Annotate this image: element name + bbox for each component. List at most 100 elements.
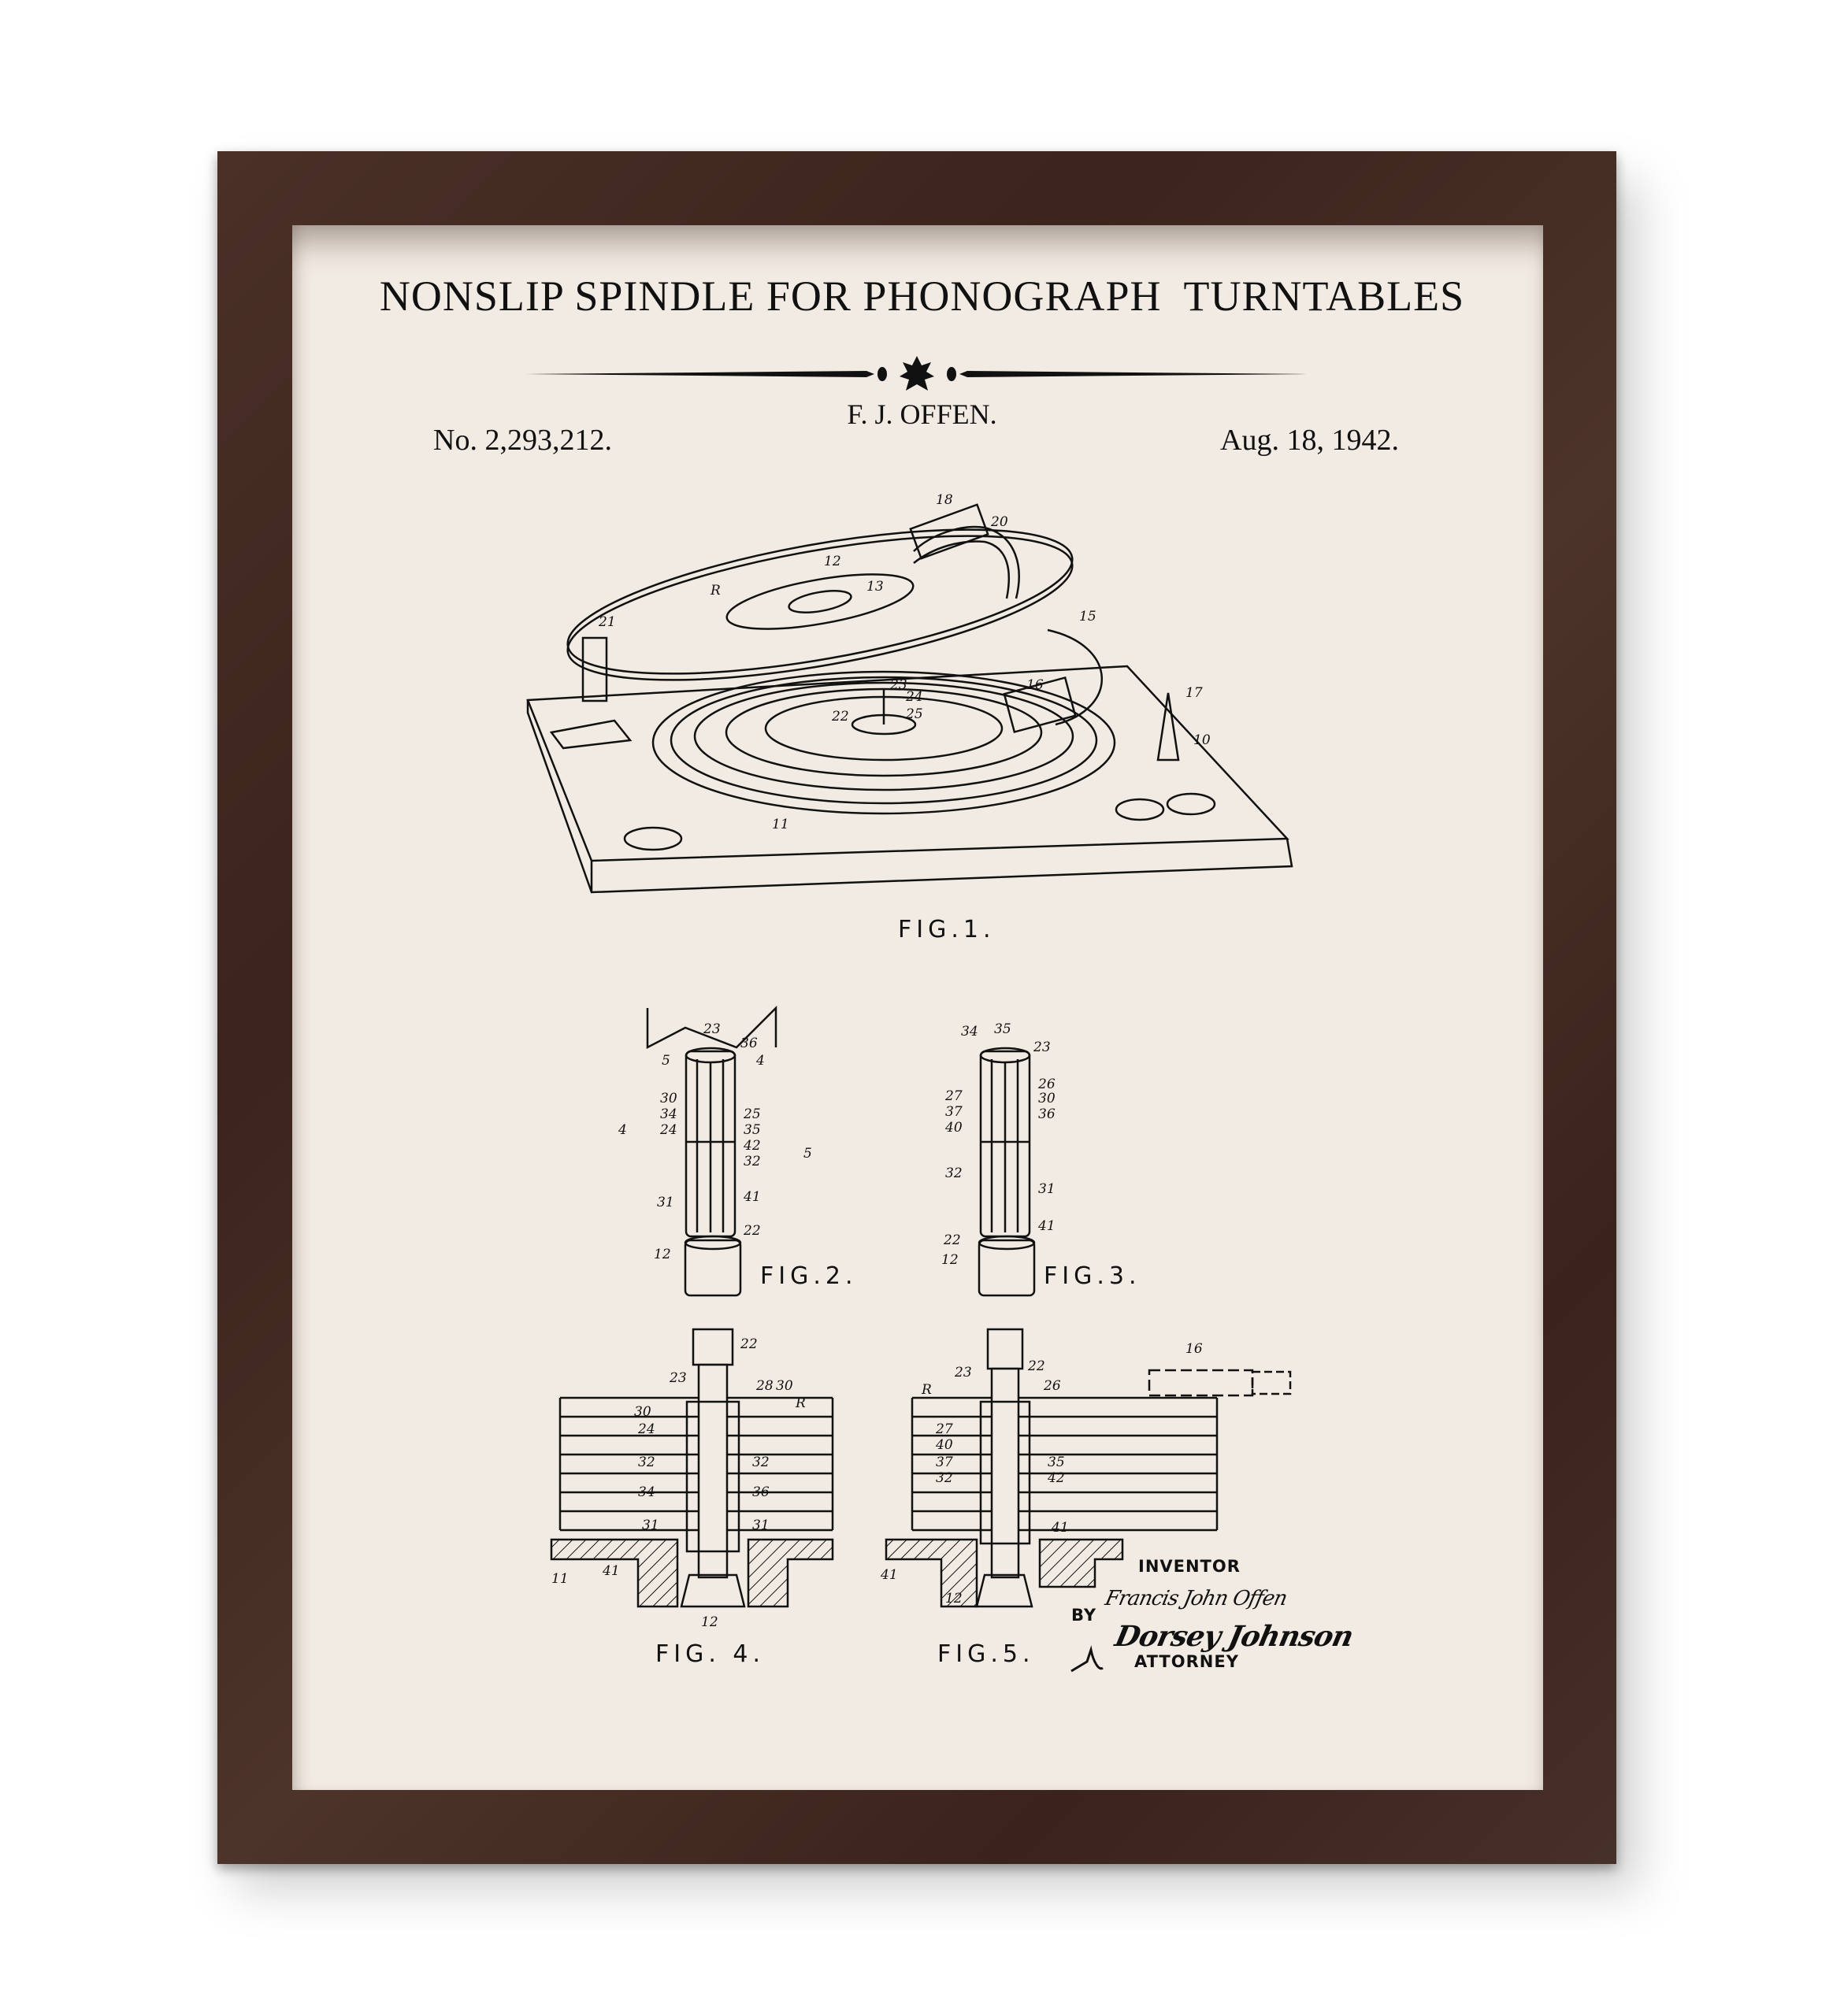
reference-numeral: 20 — [990, 514, 1008, 530]
reference-numeral: 23 — [1033, 1040, 1051, 1055]
reference-numeral: 12 — [824, 554, 841, 569]
reference-numeral: 31 — [752, 1518, 770, 1533]
reference-numeral: 25 — [743, 1106, 761, 1122]
reference-numeral: 32 — [638, 1455, 655, 1470]
reference-numeral: 23 — [889, 677, 907, 693]
fig4-fig5-reference-numerals: 23 22 28 30 R 30 24 32 32 34 36 31 31 41… — [551, 1336, 1203, 1668]
reference-numeral: 25 — [905, 706, 923, 722]
fig1-label: FIG.1. — [898, 916, 996, 943]
reference-numeral: 30 — [634, 1404, 651, 1420]
attorney-caption: ATTORNEY — [1134, 1652, 1239, 1671]
reference-numeral: 4 — [618, 1122, 627, 1138]
reference-numeral: 24 — [637, 1421, 655, 1437]
fig3-spindle-drawing — [978, 1047, 1036, 1297]
by-caption: BY — [1071, 1606, 1096, 1625]
fig2-spindle-drawing — [646, 1005, 777, 1297]
reference-numeral: 23 — [954, 1365, 972, 1380]
reference-numeral: 42 — [743, 1138, 761, 1154]
reference-numeral: 27 — [944, 1088, 963, 1104]
reference-numeral: 41 — [1051, 1520, 1069, 1536]
reference-numeral: 41 — [1037, 1218, 1056, 1234]
fig2-label: FIG.2. — [760, 1262, 858, 1290]
fig5-section-drawing — [885, 1328, 1292, 1608]
reference-numeral: 31 — [642, 1518, 659, 1533]
fig4-label: FIG. 4. — [655, 1640, 765, 1668]
reference-numeral: 24 — [659, 1122, 677, 1138]
patent-number: No. 2,293,212. — [433, 424, 612, 457]
fig5-label: FIG.5. — [937, 1640, 1035, 1668]
fig3-label: FIG.3. — [1044, 1262, 1141, 1290]
reference-numeral: 11 — [551, 1571, 569, 1587]
reference-numeral: 41 — [880, 1567, 898, 1583]
reference-numeral: 42 — [1047, 1470, 1065, 1486]
reference-numeral: 21 — [598, 614, 616, 630]
reference-numeral: 26 — [1037, 1077, 1056, 1092]
reference-numeral: 32 — [752, 1455, 770, 1470]
inventor-name: F. J. OFFEN. — [847, 398, 997, 430]
reference-numeral: 31 — [1038, 1181, 1056, 1197]
reference-numeral: 34 — [961, 1024, 978, 1040]
reference-numeral: 41 — [602, 1563, 620, 1579]
reference-numeral: 34 — [638, 1484, 655, 1500]
reference-numeral: 5 — [803, 1146, 812, 1162]
reference-numeral: 22 — [743, 1223, 761, 1239]
reference-numeral: 10 — [1193, 732, 1211, 748]
reference-numeral: 40 — [944, 1120, 963, 1136]
reference-numeral: 32 — [936, 1470, 953, 1486]
reference-numeral: 12 — [701, 1614, 718, 1630]
star-icon — [900, 356, 934, 391]
ornament-divider — [525, 356, 1307, 391]
reference-numeral: 13 — [866, 579, 884, 595]
reference-numeral: 30 — [660, 1091, 677, 1106]
reference-numeral: 22 — [831, 709, 849, 724]
attorney-initial-mark — [1070, 1645, 1104, 1673]
fig4-section-drawing — [550, 1328, 834, 1608]
reference-numeral: 41 — [743, 1189, 761, 1205]
fig1-turntable-drawing — [526, 503, 1293, 894]
reference-numeral: 34 — [660, 1106, 677, 1122]
reference-numeral: 24 — [905, 689, 923, 705]
reference-numeral: 36 — [740, 1036, 758, 1051]
inventor-signature: Francis John Offen — [1102, 1587, 1289, 1610]
reference-numeral: 22 — [943, 1232, 961, 1248]
fig2-fig3-reference-numerals: 23 36 5 4 30 34 24 25 35 42 32 31 41 22 … — [618, 1021, 1141, 1290]
reference-numeral: 35 — [1048, 1455, 1065, 1470]
reference-numeral: 32 — [945, 1166, 963, 1181]
patent-date: Aug. 18, 1942. — [1220, 424, 1399, 457]
reference-numeral: 12 — [654, 1247, 671, 1262]
reference-numeral: 37 — [945, 1104, 963, 1120]
reference-numeral: 12 — [941, 1252, 959, 1268]
fig1-reference-numerals: 18 20 12 13 R 21 15 16 22 23 24 25 17 10… — [598, 492, 1211, 943]
reference-numeral: 22 — [740, 1336, 758, 1352]
reference-numeral: 26 — [1043, 1378, 1061, 1394]
reference-numeral: 31 — [657, 1195, 674, 1210]
reference-numeral: 27 — [935, 1421, 953, 1437]
reference-numeral: 36 — [752, 1484, 770, 1500]
reference-numeral: 32 — [744, 1154, 761, 1169]
reference-numeral: 15 — [1079, 609, 1096, 624]
reference-numeral: R — [795, 1395, 806, 1411]
reference-numeral: 28 — [755, 1378, 774, 1394]
reference-numeral: 16 — [1026, 677, 1044, 693]
reference-numeral: 4 — [755, 1053, 765, 1069]
reference-numeral: 11 — [772, 817, 789, 832]
reference-numeral: 16 — [1185, 1341, 1203, 1357]
signature-block: INVENTOR Francis John Offen BY Dorsey Jo… — [1070, 1557, 1356, 1673]
reference-numeral: 22 — [1027, 1358, 1045, 1374]
reference-numeral: 35 — [744, 1122, 761, 1138]
attorney-signature: Dorsey Johnson — [1111, 1619, 1356, 1653]
reference-numeral: R — [921, 1382, 932, 1398]
reference-numeral: 23 — [703, 1021, 721, 1037]
reference-numeral: 30 — [776, 1378, 793, 1394]
reference-numeral: 18 — [936, 492, 953, 508]
reference-numeral: R — [710, 583, 721, 598]
poster-title: NONSLIP SPINDLE FOR PHONOGRAPH TURNTABLE… — [379, 272, 1465, 320]
reference-numeral: 17 — [1185, 685, 1203, 701]
reference-numeral: 30 — [1038, 1091, 1056, 1106]
reference-numeral: 36 — [1038, 1106, 1056, 1122]
reference-numeral: 35 — [994, 1021, 1011, 1037]
reference-numeral: 5 — [662, 1053, 670, 1069]
reference-numeral: 37 — [936, 1455, 953, 1470]
reference-numeral: 23 — [669, 1370, 687, 1386]
